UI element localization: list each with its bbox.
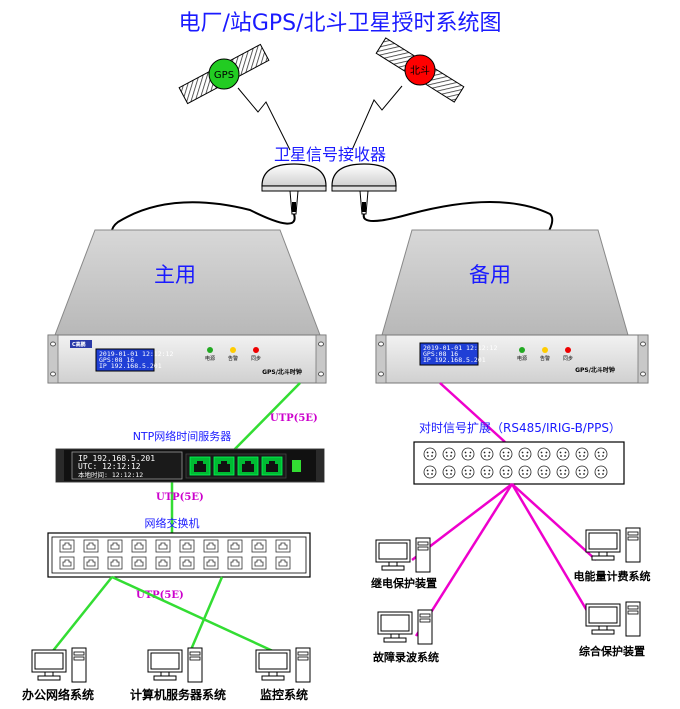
antenna-right-icon	[331, 163, 397, 215]
backup-unit-label: 备用	[469, 263, 511, 287]
main-unit-brand: C高鹏	[72, 341, 86, 348]
beidou-satellite-body	[404, 54, 436, 86]
gps-satellite-body	[208, 58, 240, 90]
ntp-lcd-line-3: 本地时间: 12:12:12	[78, 470, 143, 479]
backup-unit-lcd-line-2: GPS:08 16	[423, 350, 458, 358]
switch-to-server-line	[111, 575, 276, 654]
main-alarm-led-icon	[230, 347, 236, 353]
backup-unit-lcd-line-3: IP 192.168.5.201	[423, 356, 486, 364]
backup-to-ext-line	[439, 382, 506, 443]
diagram-title: 电厂/站GPS/北斗卫星授时系统图	[178, 11, 501, 36]
backup-alarm-led-icon	[542, 347, 548, 353]
energy-billing-pc-icon	[585, 527, 641, 563]
beidou-signal-line	[351, 85, 403, 151]
integrated-protection-pc-icon	[585, 601, 641, 637]
gps-signal-line	[237, 87, 291, 151]
main-power-led-icon	[207, 347, 213, 353]
beidou-satellite-label: 北斗	[410, 65, 430, 77]
switch-to-monitor-line	[188, 576, 224, 653]
main-unit-lcd-line-2: GPS:08 16	[99, 356, 134, 364]
switch-to-office-line	[51, 576, 113, 653]
antenna-cable-backup	[362, 201, 554, 237]
computer-server-pc-icon	[147, 647, 203, 683]
right-system-label-4: 综合保护装置	[579, 644, 645, 658]
backup-led-label-2: 告警	[540, 355, 550, 362]
main-unit-lcd	[95, 348, 155, 372]
left-system-label-2: 计算机服务器系统	[130, 687, 226, 702]
left-system-label-3: 监控系统	[260, 687, 308, 702]
backup-led-label-3: 同步	[563, 356, 573, 362]
utp-label-ntp-switch: UTP(5E)	[156, 492, 204, 503]
ext-to-integrated-line	[510, 483, 598, 627]
main-led-label-3: 同步	[251, 356, 261, 362]
left-system-label-1: 办公网络系统	[22, 687, 94, 702]
main-unit-model: GPS/北斗时钟	[262, 368, 302, 376]
main-to-ntp-utp-line	[231, 382, 301, 453]
main-led-label-2: 告警	[228, 355, 238, 362]
main-sync-led-icon	[253, 347, 259, 353]
backup-power-led-icon	[519, 347, 525, 353]
backup-unit-lcd	[419, 342, 479, 366]
main-led-label-1: 电源	[205, 355, 215, 362]
ntp-ethernet-ports	[189, 456, 283, 476]
ext-to-energy-line	[511, 483, 597, 561]
office-network-pc-icon	[31, 647, 87, 683]
right-system-label-1: 继电保护装置	[371, 576, 437, 590]
backup-sync-led-icon	[565, 347, 571, 353]
monitoring-pc-icon	[255, 647, 311, 683]
receiver-label: 卫星信号接收器	[274, 145, 386, 164]
backup-led-label-1: 电源	[517, 355, 527, 362]
gps-satellite-icon: GPS	[178, 43, 270, 105]
ntp-lcd	[71, 451, 183, 480]
beidou-satellite-icon: 北斗	[375, 37, 465, 103]
antenna-cable-main	[110, 201, 296, 237]
ntp-server-label: NTP网络时间服务器	[133, 429, 232, 443]
signal-extension-label: 对时信号扩展（RS485/IRIG-B/PPS）	[419, 421, 621, 435]
antenna-left-icon	[261, 163, 327, 215]
main-unit-lcd-line-1: 2019-01-01 12:12:12	[99, 350, 173, 358]
relay-protection-pc-icon	[375, 537, 431, 573]
right-system-label-2: 电能量计费系统	[574, 569, 651, 583]
utp-label-switch-pcs: UTP(5E)	[136, 590, 184, 601]
signal-extension-unit	[413, 441, 625, 485]
gps-satellite-label: GPS	[214, 70, 234, 81]
backup-unit-model: GPS/北斗时钟	[575, 366, 615, 374]
main-unit-label: 主用	[154, 263, 196, 287]
fault-recording-pc-icon	[377, 609, 433, 645]
ntp-status-led-icon	[292, 460, 301, 472]
right-system-label-3: 故障录波系统	[373, 650, 439, 664]
utp-label-main-ntp: UTP(5E)	[270, 413, 318, 424]
backup-clock-unit: 2019-01-01 12:12:12 GPS:08 16 IP 192.168…	[375, 229, 649, 384]
network-switch	[47, 532, 311, 578]
ntp-lcd-line-1: IP 192.168.5.201	[78, 454, 155, 463]
ntp-time-server: IP 192.168.5.201 UTC: 12:12:12 本地时间: 12:…	[55, 448, 325, 483]
network-switch-label: 网络交换机	[145, 516, 200, 530]
ntp-lcd-line-2: UTC: 12:12:12	[78, 462, 141, 471]
main-unit-lcd-line-3: IP 192.168.5.201	[99, 362, 162, 370]
main-clock-unit: C高鹏 2019-01-01 12:12:12 GPS:08 16 IP 192…	[47, 229, 327, 384]
backup-unit-lcd-line-1: 2019-01-01 12:12:12	[423, 344, 497, 352]
